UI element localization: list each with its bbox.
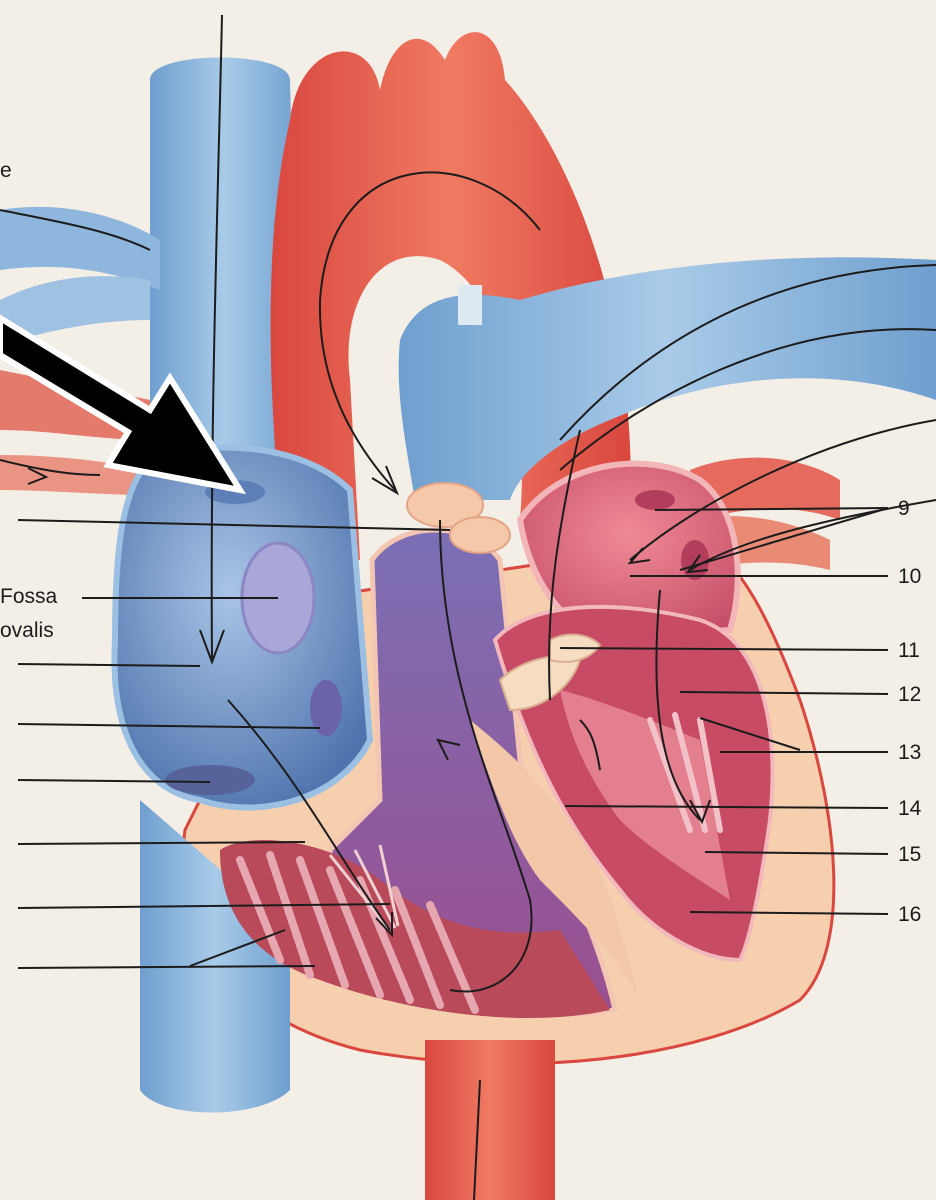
right-ventricle-muscle (220, 840, 610, 1019)
aortic-valve (498, 633, 602, 712)
right-atrium (111, 444, 374, 811)
blood-flow-arrows (0, 14, 936, 1200)
brachiocephalic-veins (0, 206, 160, 345)
label-10: 10 (898, 565, 922, 588)
label-fragment-e: e (0, 159, 12, 182)
label-13: 13 (898, 741, 922, 764)
label-fossa-ovalis-line2: ovalis (0, 619, 54, 642)
pointer-arrow (0, 314, 247, 495)
label-12: 12 (898, 683, 922, 706)
superior-vena-cava (150, 57, 300, 480)
descending-aorta (425, 1040, 555, 1200)
left-ventricle (492, 604, 775, 963)
pulmonary-valve (406, 482, 511, 554)
left-atrium (516, 460, 741, 644)
label-15: 15 (898, 843, 922, 866)
label-fossa-ovalis-line1: Fossa (0, 585, 58, 608)
interventricular-septum (470, 720, 640, 1000)
label-9: 9 (898, 497, 910, 520)
label-14: 14 (898, 797, 922, 820)
pulmonary-trunk (398, 257, 936, 500)
label-16: 16 (898, 903, 922, 926)
label-11: 11 (898, 639, 920, 662)
leader-lines (17, 507, 889, 969)
